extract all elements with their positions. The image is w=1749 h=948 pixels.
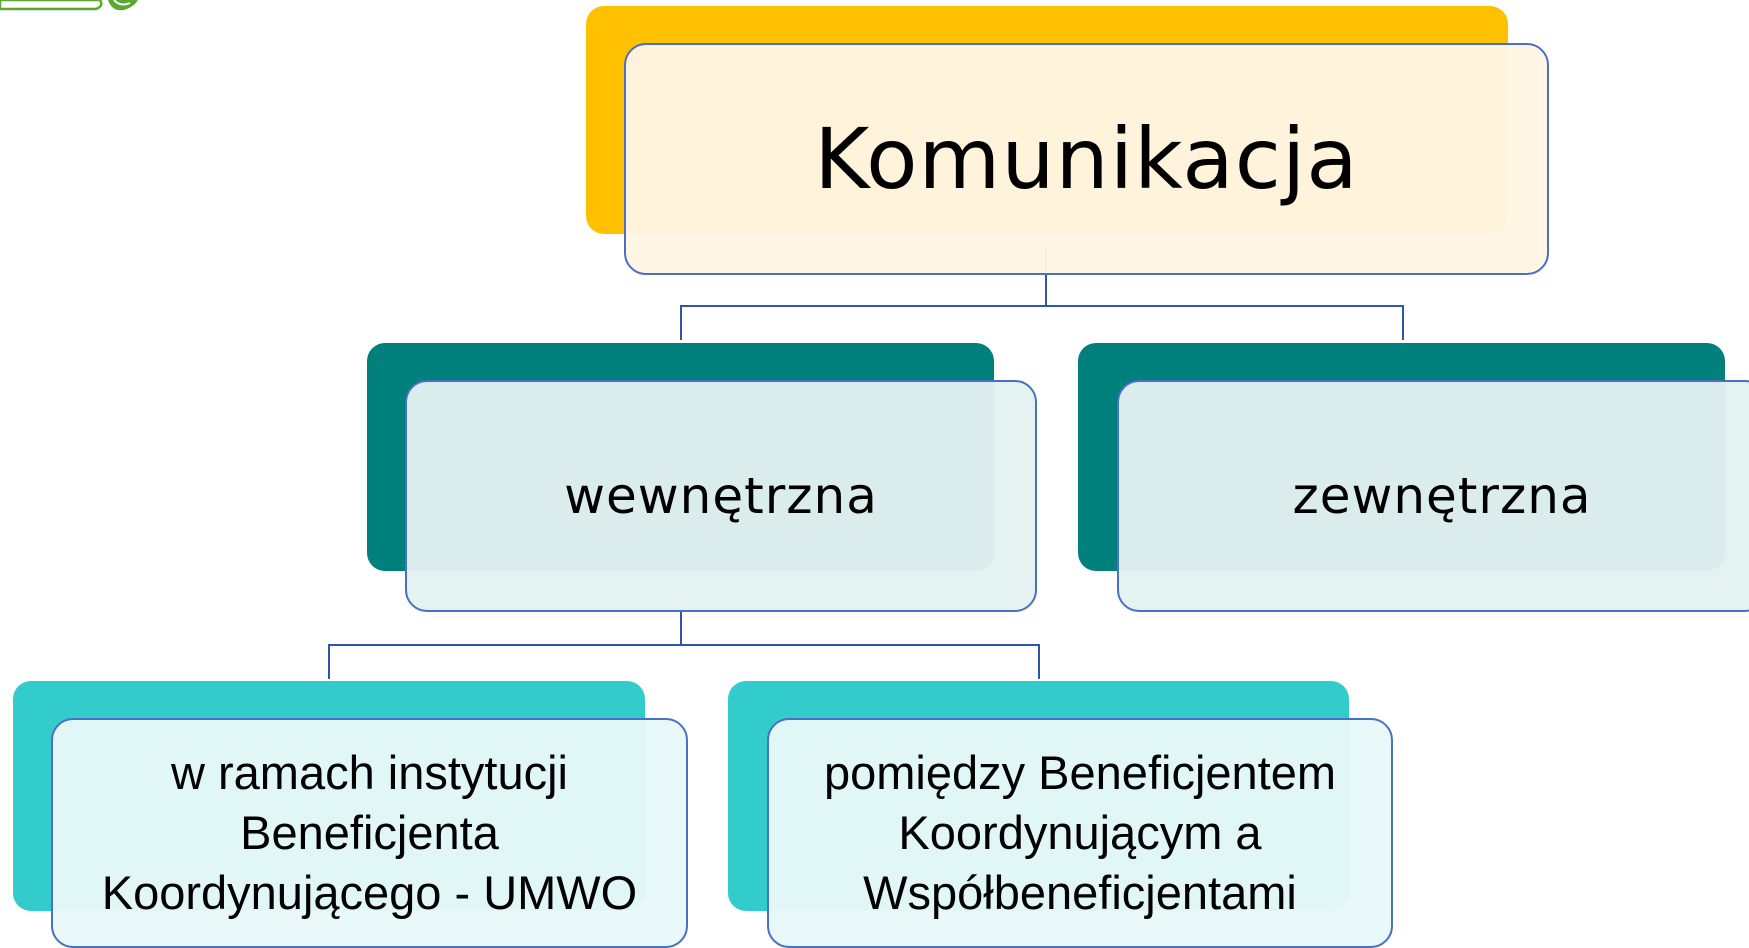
root-node-box: Komunikacja: [624, 43, 1549, 275]
logo-fragment: [0, 0, 160, 16]
root-node-label: Komunikacja: [814, 110, 1359, 208]
node-between-beneficiaries-line-1: pomiędzy Beneficjentem: [823, 746, 1337, 799]
node-within-institution-box: w ramach instytucji Beneficjenta Koordyn…: [51, 718, 688, 948]
node-within-institution-line-3: Koordynującego - UMWO: [101, 866, 638, 919]
node-within-institution-line-1: w ramach instytucji: [171, 746, 568, 799]
node-within-institution-line-2: Beneficjenta: [240, 806, 499, 859]
node-external-box: zewnętrzna: [1117, 380, 1749, 612]
node-external-label: zewnętrzna: [1292, 467, 1592, 525]
node-between-beneficiaries-box: pomiędzy Beneficjentem Koordynującym a W…: [767, 718, 1393, 948]
node-internal-label: wewnętrzna: [564, 467, 878, 525]
node-between-beneficiaries-line-2: Koordynującym a: [898, 806, 1262, 859]
node-between-beneficiaries-line-3: Współbeneficjentami: [863, 866, 1297, 919]
node-internal-box: wewnętrzna: [405, 380, 1037, 612]
